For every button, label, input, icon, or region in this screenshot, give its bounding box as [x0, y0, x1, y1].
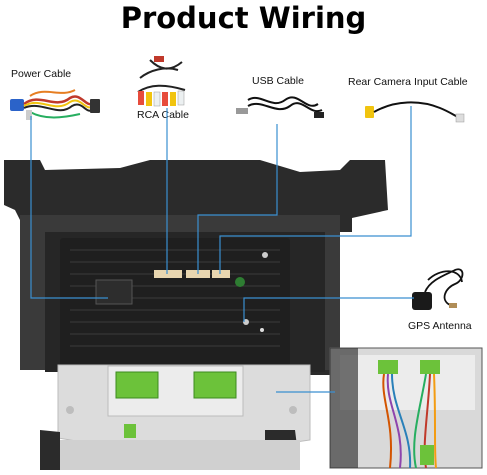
rear-camera-cable-label: Rear Camera Input Cable: [348, 76, 468, 88]
page-title: Product Wiring: [120, 1, 367, 35]
rca-cable-label: RCA Cable: [137, 109, 189, 121]
gps-antenna-label: GPS Antenna: [408, 320, 472, 332]
rear-camera-cable-image: [365, 101, 465, 123]
usb-cable-image: [236, 96, 324, 118]
lower-panel: [40, 364, 311, 470]
head-unit-frame: [4, 160, 388, 375]
power-cable-image: [10, 89, 100, 120]
wiring-callout-lines: [30, 106, 414, 393]
power-cable-label: Power Cable: [11, 68, 72, 80]
inset-photo: [329, 347, 483, 469]
usb-cable-label: USB Cable: [252, 75, 304, 87]
gps-antenna-image: [412, 268, 464, 310]
rca-cable-image: [137, 56, 186, 107]
